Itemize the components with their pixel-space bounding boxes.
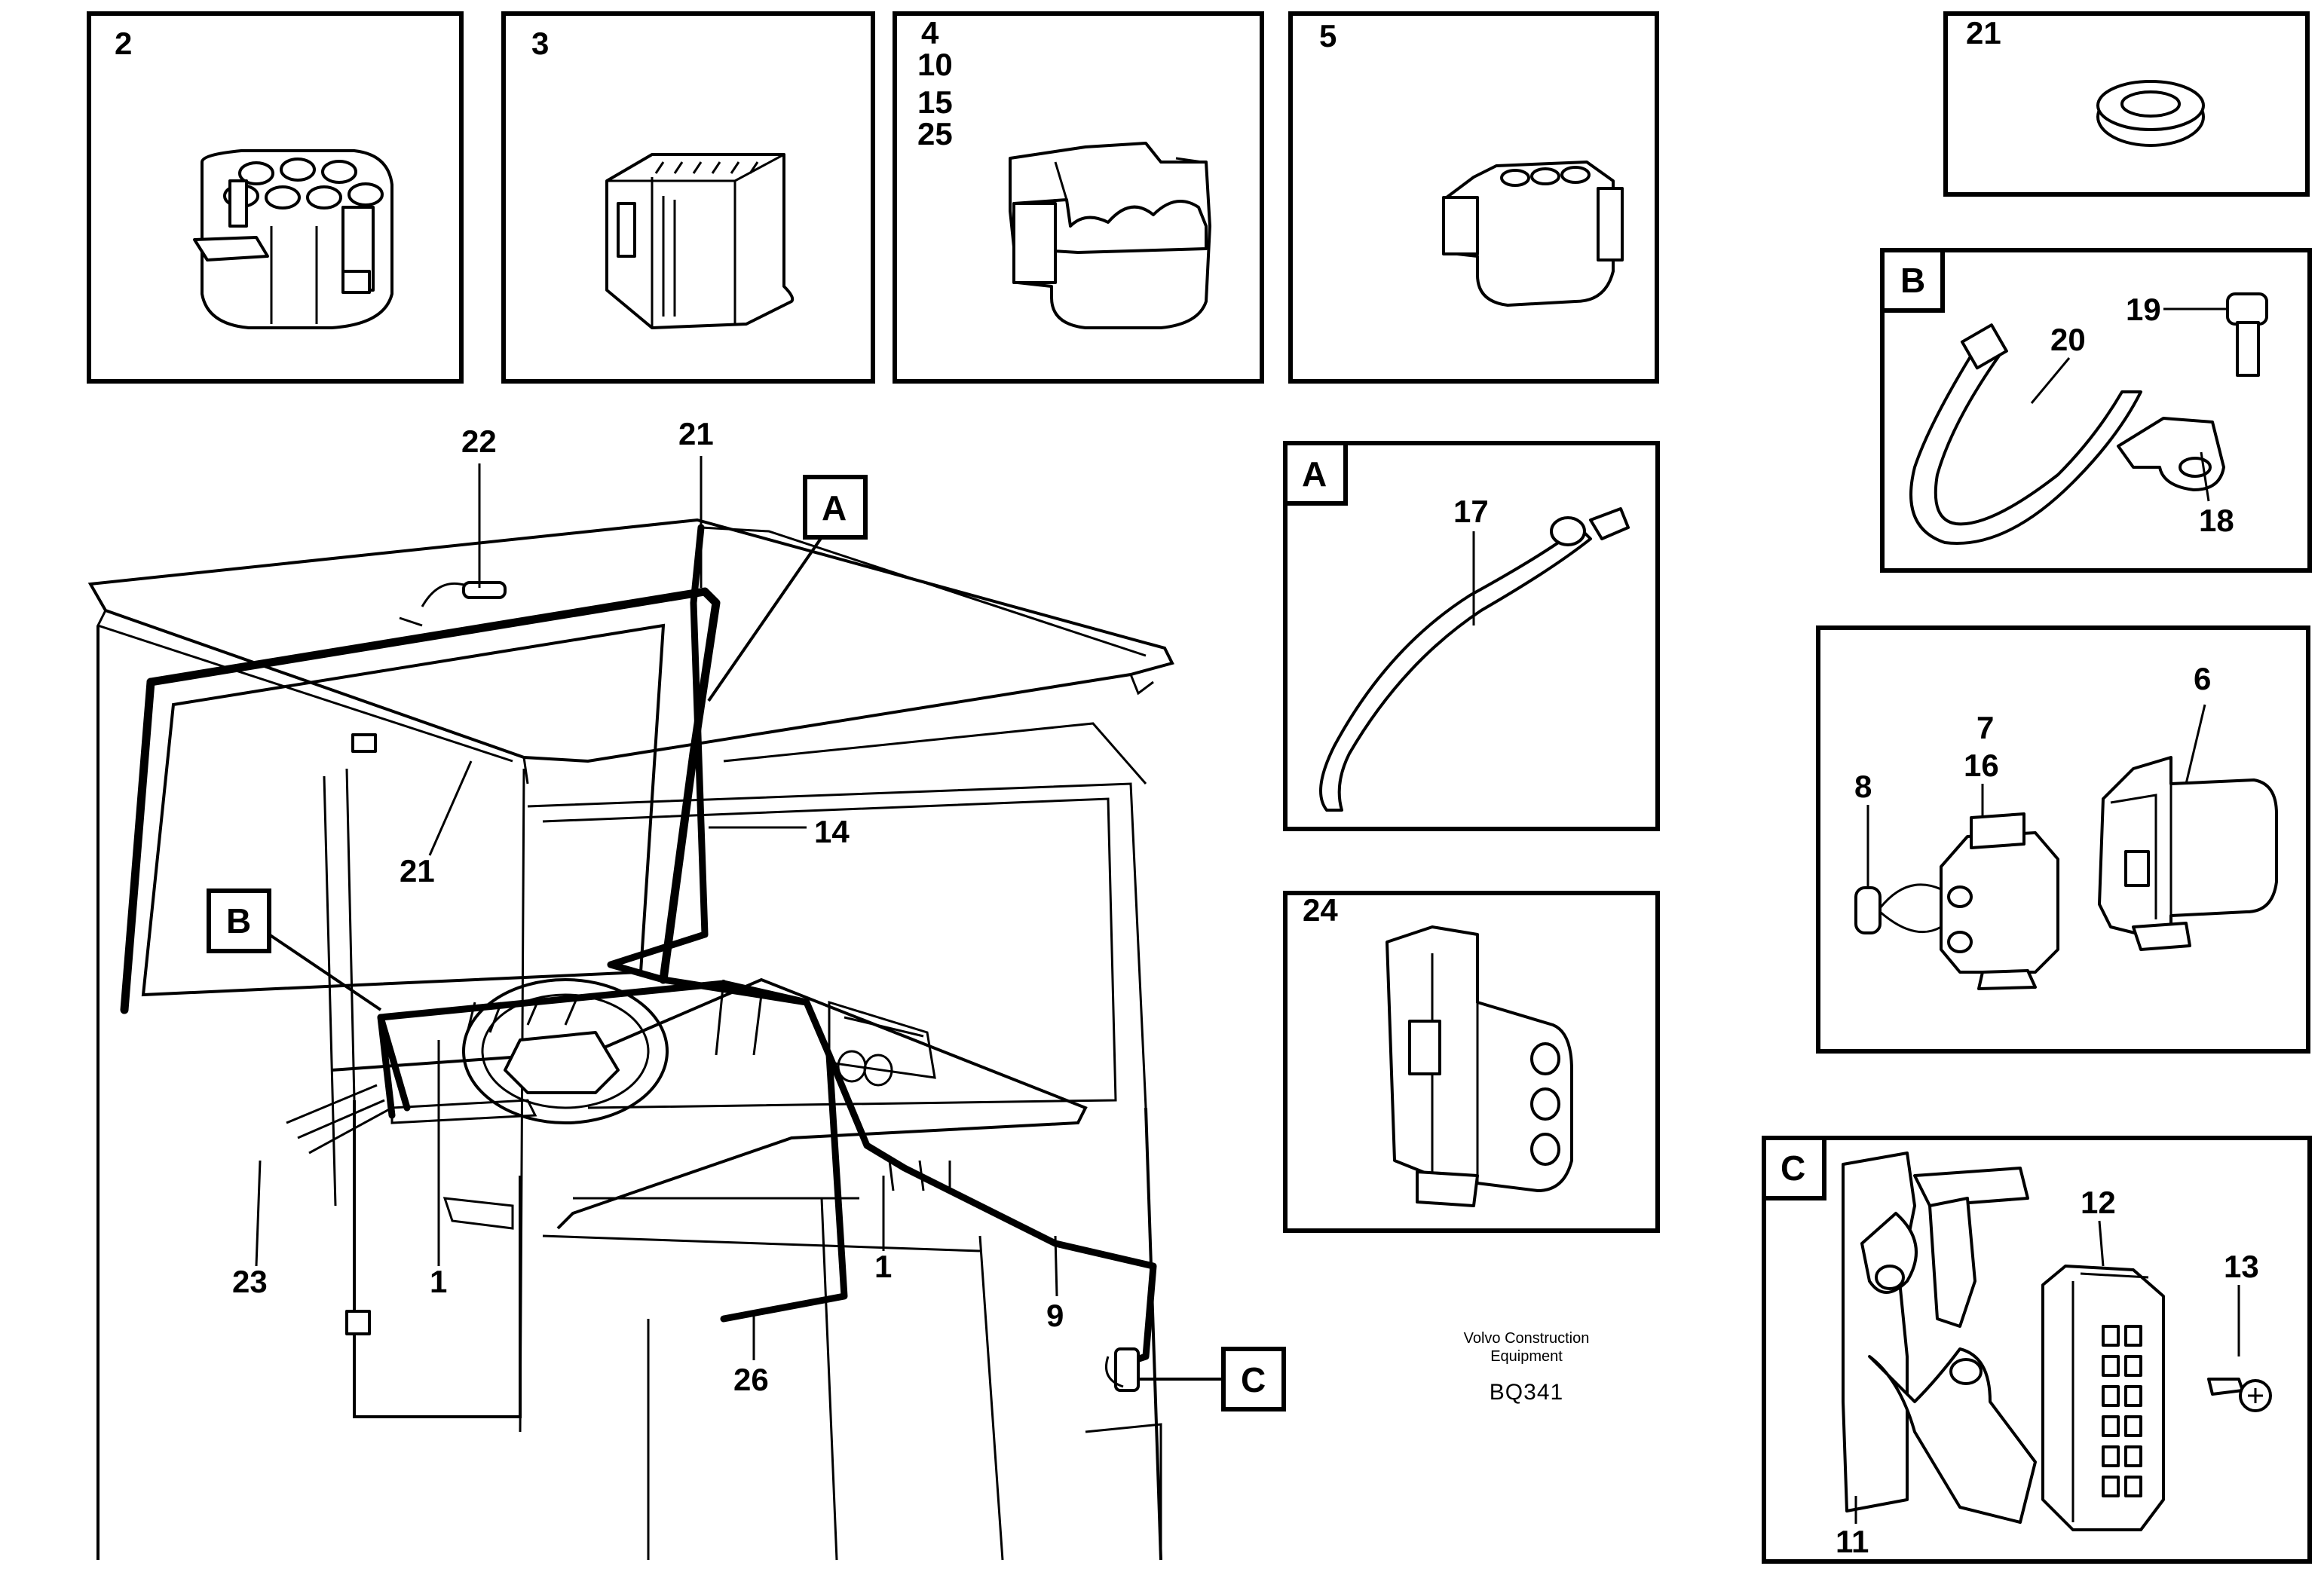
detail-tag: A <box>822 488 847 528</box>
cable-tie-icon <box>1909 323 2142 545</box>
cab-callouts: 22 21 21 14 23 1 1 9 26 A B C <box>207 416 1286 1411</box>
callout-number: 14 <box>814 814 850 849</box>
panel-number: 15 <box>917 84 953 120</box>
callout-number: 1 <box>874 1249 892 1284</box>
socket-housing-icon <box>2098 756 2278 951</box>
panel-part-21: 21 <box>1943 11 2310 197</box>
callout-number: 16 <box>1964 748 1999 783</box>
callout-number: 6 <box>2194 661 2211 696</box>
detail-tag: C <box>1241 1360 1266 1399</box>
callout-number: 26 <box>733 1362 769 1397</box>
callout-number: 12 <box>2081 1185 2116 1220</box>
detail-tag: B <box>1900 261 1925 300</box>
panel-detail-c: C 11 12 13 <box>1762 1136 2312 1564</box>
callout-number: 1 <box>430 1264 447 1299</box>
callout-number: 7 <box>1976 710 1994 745</box>
grommet-icon <box>2096 80 2205 147</box>
panel-part-2: 2 <box>87 11 464 384</box>
panel-detail-b: B 19 20 18 <box>1880 248 2312 573</box>
panel-part-24: 24 <box>1283 891 1660 1233</box>
callout-number: 13 <box>2224 1249 2259 1284</box>
detail-tag: B <box>226 901 251 940</box>
panel-number: 2 <box>115 26 132 61</box>
cab-illustration <box>87 518 1174 1561</box>
callout-number: 9 <box>1046 1298 1064 1333</box>
callout-number: 21 <box>400 853 435 888</box>
callout-number: 11 <box>1836 1524 1869 1559</box>
connector-housing-icon <box>605 153 795 329</box>
callout-number: 21 <box>678 416 714 451</box>
drawing-credit: Volvo Construction Equipment BQ341 <box>1464 1330 1590 1405</box>
detail-tag: A <box>1302 454 1327 494</box>
panel-detail-a: A 17 <box>1283 441 1660 831</box>
panel-number: 3 <box>531 26 549 61</box>
credit-line-2: Equipment <box>1490 1348 1563 1365</box>
terminal-icon <box>1854 883 1942 934</box>
cable-strap-icon <box>1319 507 1630 812</box>
credit-line-1: Volvo Construction <box>1464 1330 1590 1347</box>
callout-number: 20 <box>2050 322 2086 357</box>
multi-pin-connector-icon <box>2041 1265 2165 1531</box>
callout-number: 22 <box>461 424 497 459</box>
connector-3pin-icon <box>1442 161 1624 307</box>
panel-number: 10 <box>917 47 953 82</box>
connector-socket-icon <box>1386 925 1573 1207</box>
callout-number: 19 <box>2126 292 2161 327</box>
callout-number: 18 <box>2199 503 2234 538</box>
clamp-icon <box>2117 292 2268 491</box>
panel-number: 21 <box>1966 15 2001 50</box>
callout-number: 17 <box>1453 494 1489 529</box>
panel-part-4: 4 10 15 25 <box>893 11 1264 384</box>
screw-icon <box>2207 1378 2272 1412</box>
connector-8pin-icon <box>193 149 393 329</box>
panel-number: 24 <box>1303 892 1338 928</box>
connector-bracket-icon <box>1842 1152 2037 1524</box>
panel-part-6: 6 7 16 8 <box>1816 625 2310 1054</box>
drawing-code: BQ341 <box>1490 1380 1563 1405</box>
panel-part-3: 3 <box>501 11 875 384</box>
connector-cover-icon <box>1009 142 1211 329</box>
panel-part-5: 5 <box>1288 11 1659 384</box>
callout-number: 8 <box>1854 769 1872 804</box>
callout-number: 23 <box>232 1264 268 1299</box>
panel-number: 5 <box>1319 18 1337 54</box>
plug-housing-icon <box>1940 812 2059 990</box>
panel-number: 25 <box>917 116 953 151</box>
panel-number: 4 <box>921 15 939 50</box>
detail-tag: C <box>1781 1148 1805 1188</box>
